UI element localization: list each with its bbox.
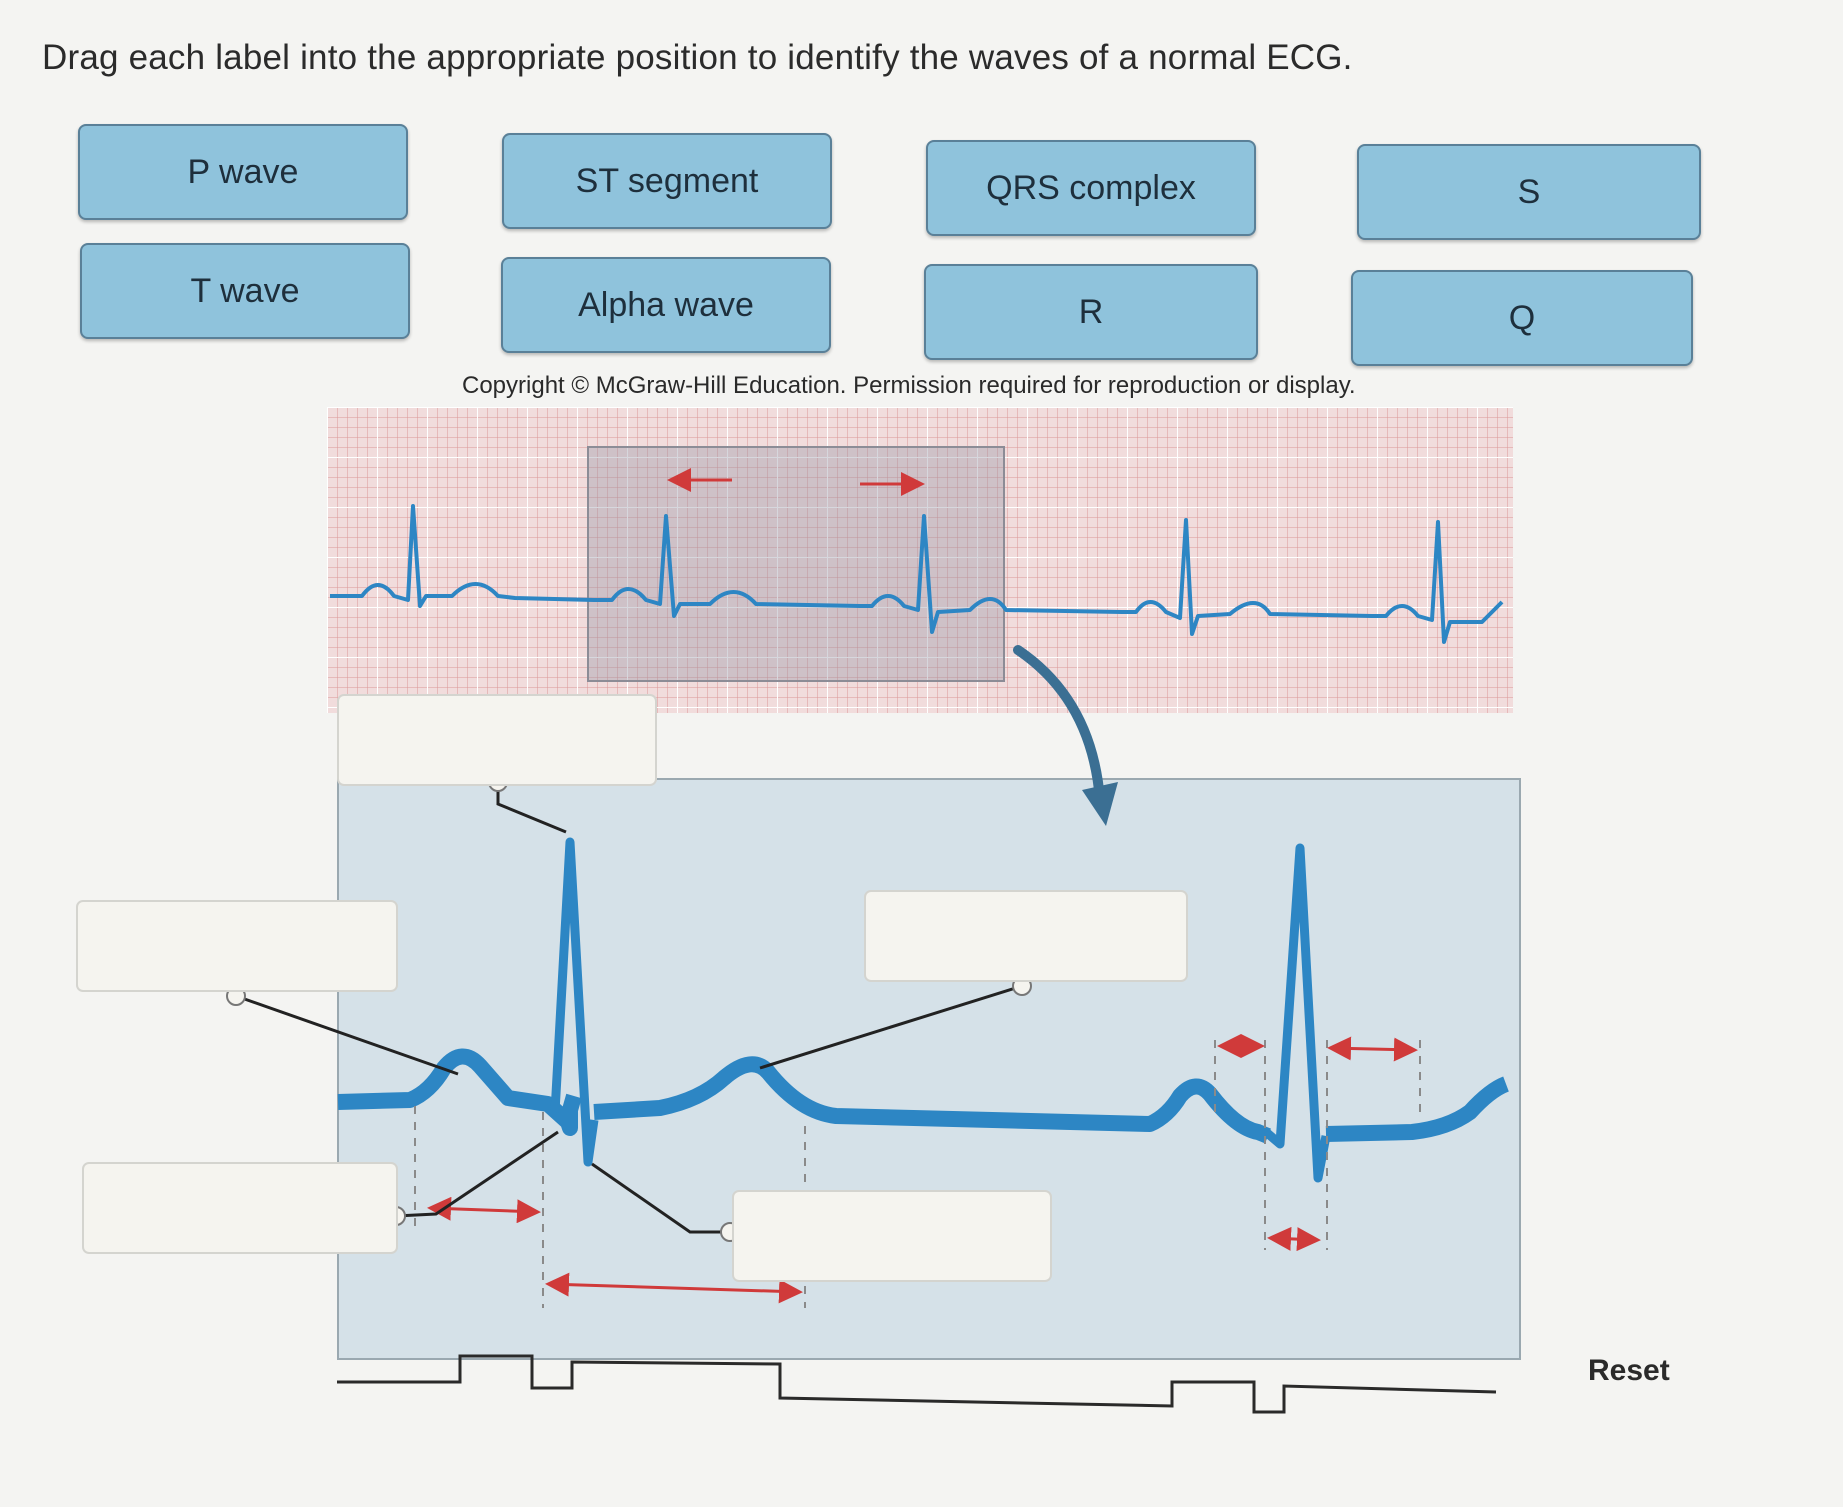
drop-target-t-wave[interactable] bbox=[864, 890, 1188, 982]
label-chip-t-wave[interactable]: T wave bbox=[80, 243, 410, 339]
ecg-trace-strip bbox=[330, 504, 1504, 644]
label-chip-r[interactable]: R bbox=[924, 264, 1258, 360]
drop-target-s[interactable] bbox=[732, 1190, 1052, 1282]
label-chip-q[interactable]: Q bbox=[1351, 270, 1693, 366]
interval-arrow-t bbox=[1327, 1036, 1418, 1062]
interval-arrow-qrs bbox=[1267, 1226, 1321, 1252]
label-chip-s[interactable]: S bbox=[1357, 144, 1701, 240]
drop-target-r[interactable] bbox=[337, 694, 657, 786]
instruction-text: Drag each label into the appropriate pos… bbox=[42, 38, 1353, 77]
zoom-arrow-icon bbox=[1013, 645, 1105, 805]
drop-target-p-wave[interactable] bbox=[76, 900, 398, 992]
ecg-trace-zoomed bbox=[337, 1048, 582, 1136]
label-chip-st-segment[interactable]: ST segment bbox=[502, 133, 832, 229]
interval-arrow-st bbox=[545, 1272, 803, 1304]
rhythm-step-line bbox=[337, 1354, 1497, 1414]
drop-target-q[interactable] bbox=[82, 1162, 398, 1254]
label-chip-p-wave[interactable]: P wave bbox=[78, 124, 408, 220]
zoom-selection-box bbox=[587, 446, 1005, 682]
interval-arrow-pr bbox=[427, 1196, 541, 1224]
label-chip-qrs-complex[interactable]: QRS complex bbox=[926, 140, 1256, 236]
reset-button[interactable]: Reset bbox=[1588, 1354, 1670, 1387]
label-chip-alpha-wave[interactable]: Alpha wave bbox=[501, 257, 831, 353]
copyright-notice: Copyright © McGraw-Hill Education. Permi… bbox=[462, 372, 1356, 399]
